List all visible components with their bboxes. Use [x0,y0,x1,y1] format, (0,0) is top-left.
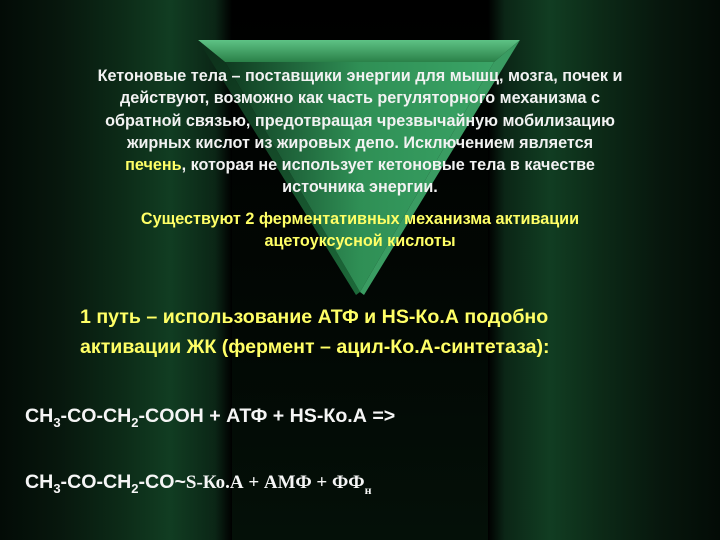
eq2-rest: -CO~ [138,471,186,493]
triangle-top-facet [198,40,520,62]
eq2-subscript-3: 3 [53,481,61,496]
triangle-front-face [225,62,494,292]
eq1-subscript-3: 3 [53,415,61,430]
mechanisms-heading: Существуют 2 ферментативных механизма ак… [26,208,694,253]
eq2-subscript-2: 2 [131,481,139,496]
intro-paragraph: Кетоновые тела – поставщики энергии для … [26,65,694,199]
eq2-products: S-Ко.А + АМФ + ФФ [185,472,365,493]
equation-two: CH3-CO-CH2-CO~S-Ко.А + АМФ + ФФн [25,471,372,497]
mechanisms-line: ацетоуксусной кислоты [264,232,456,251]
eq1-rest: -COOH + АТФ + HS-Ко.А => [138,405,396,427]
eq1-ch: CH [25,405,54,427]
intro-line: действуют, возможно как часть регуляторн… [119,89,601,108]
intro-line: источника энергии. [282,178,438,197]
intro-line-rest: , которая не использует кетоновые тела в… [181,156,595,175]
intro-line: Кетоновые тела – поставщики энергии для … [97,67,623,85]
eq2-subscript-n: н [364,483,372,497]
path-one-text: 1 путь – использование АТФ и HS-Ко.А под… [80,302,700,362]
eq1-mid: -CO-CH [60,405,132,427]
intro-line: обратной связью, предотвращая чрезвычайн… [105,111,615,130]
mechanisms-line: Существуют 2 ферментативных механизма ак… [140,210,580,228]
path-one-line: активации ЖК (фермент – ацил-Ко.А-синтет… [80,336,550,358]
triangle-left-facet [198,40,360,295]
intro-line: жирных кислот из жировых депо. Исключени… [126,133,594,152]
eq2-ch: CH [25,471,54,493]
equation-one: CH3-CO-CH2-COOH + АТФ + HS-Ко.А => [25,405,396,430]
triangle-right-facet [360,40,520,295]
intro-line: печень, которая не использует кетоновые … [26,154,694,176]
eq1-subscript-2: 2 [131,415,139,430]
liver-highlight: печень [125,156,182,175]
path-one-line: 1 путь – использование АТФ и HS-Ко.А под… [80,306,549,328]
eq2-mid: -CO-CH [60,471,132,493]
